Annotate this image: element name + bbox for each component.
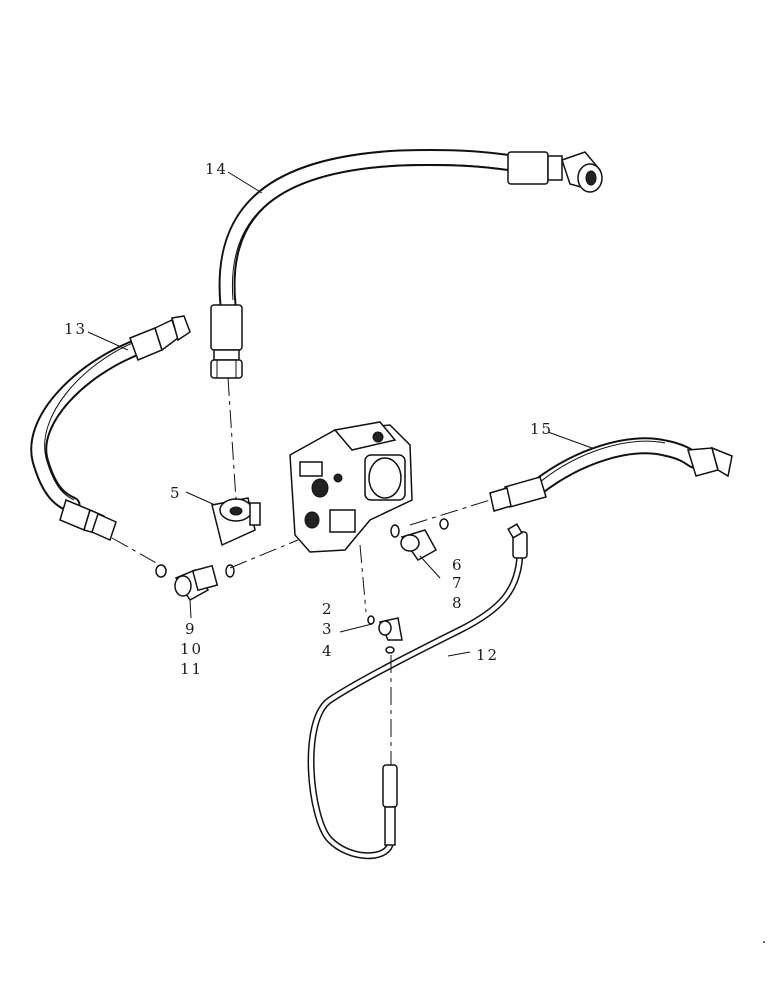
o-ring-left [155, 564, 167, 578]
callout-2: 2 [322, 600, 334, 618]
callout-12: 12 [476, 646, 499, 664]
hose-13 [30, 315, 191, 542]
tube-12 [307, 523, 528, 860]
valve-block [289, 421, 413, 553]
hose-15 [489, 437, 733, 512]
callout-5: 5 [170, 484, 182, 502]
callout-11: 11 [180, 660, 203, 678]
callout-4: 4 [322, 642, 334, 660]
elbow-fitting-6 [400, 529, 438, 561]
elbow-fitting-9 [174, 564, 219, 601]
corner-dot [763, 941, 765, 943]
callout-8: 8 [452, 594, 464, 612]
hose-14 [210, 148, 603, 379]
o-ring-bottom [367, 615, 375, 625]
leader-lines [87, 171, 593, 657]
elbow-fitting-5 [211, 497, 261, 547]
callout-9: 9 [185, 620, 197, 638]
callout-3: 3 [322, 620, 334, 638]
o-ring-bottom-2 [385, 646, 395, 654]
callout-7: 7 [452, 574, 464, 592]
o-ring-right [390, 524, 400, 538]
assembly-centerlines [111, 377, 491, 765]
callout-13: 13 [64, 320, 87, 338]
callout-6: 6 [452, 556, 464, 574]
callout-10: 10 [180, 640, 203, 658]
callout-15: 15 [530, 420, 553, 438]
callout-14: 14 [205, 160, 228, 178]
o-ring-right-2 [439, 518, 449, 530]
elbow-fitting-3 [378, 617, 403, 641]
o-ring-left-2 [225, 564, 235, 578]
